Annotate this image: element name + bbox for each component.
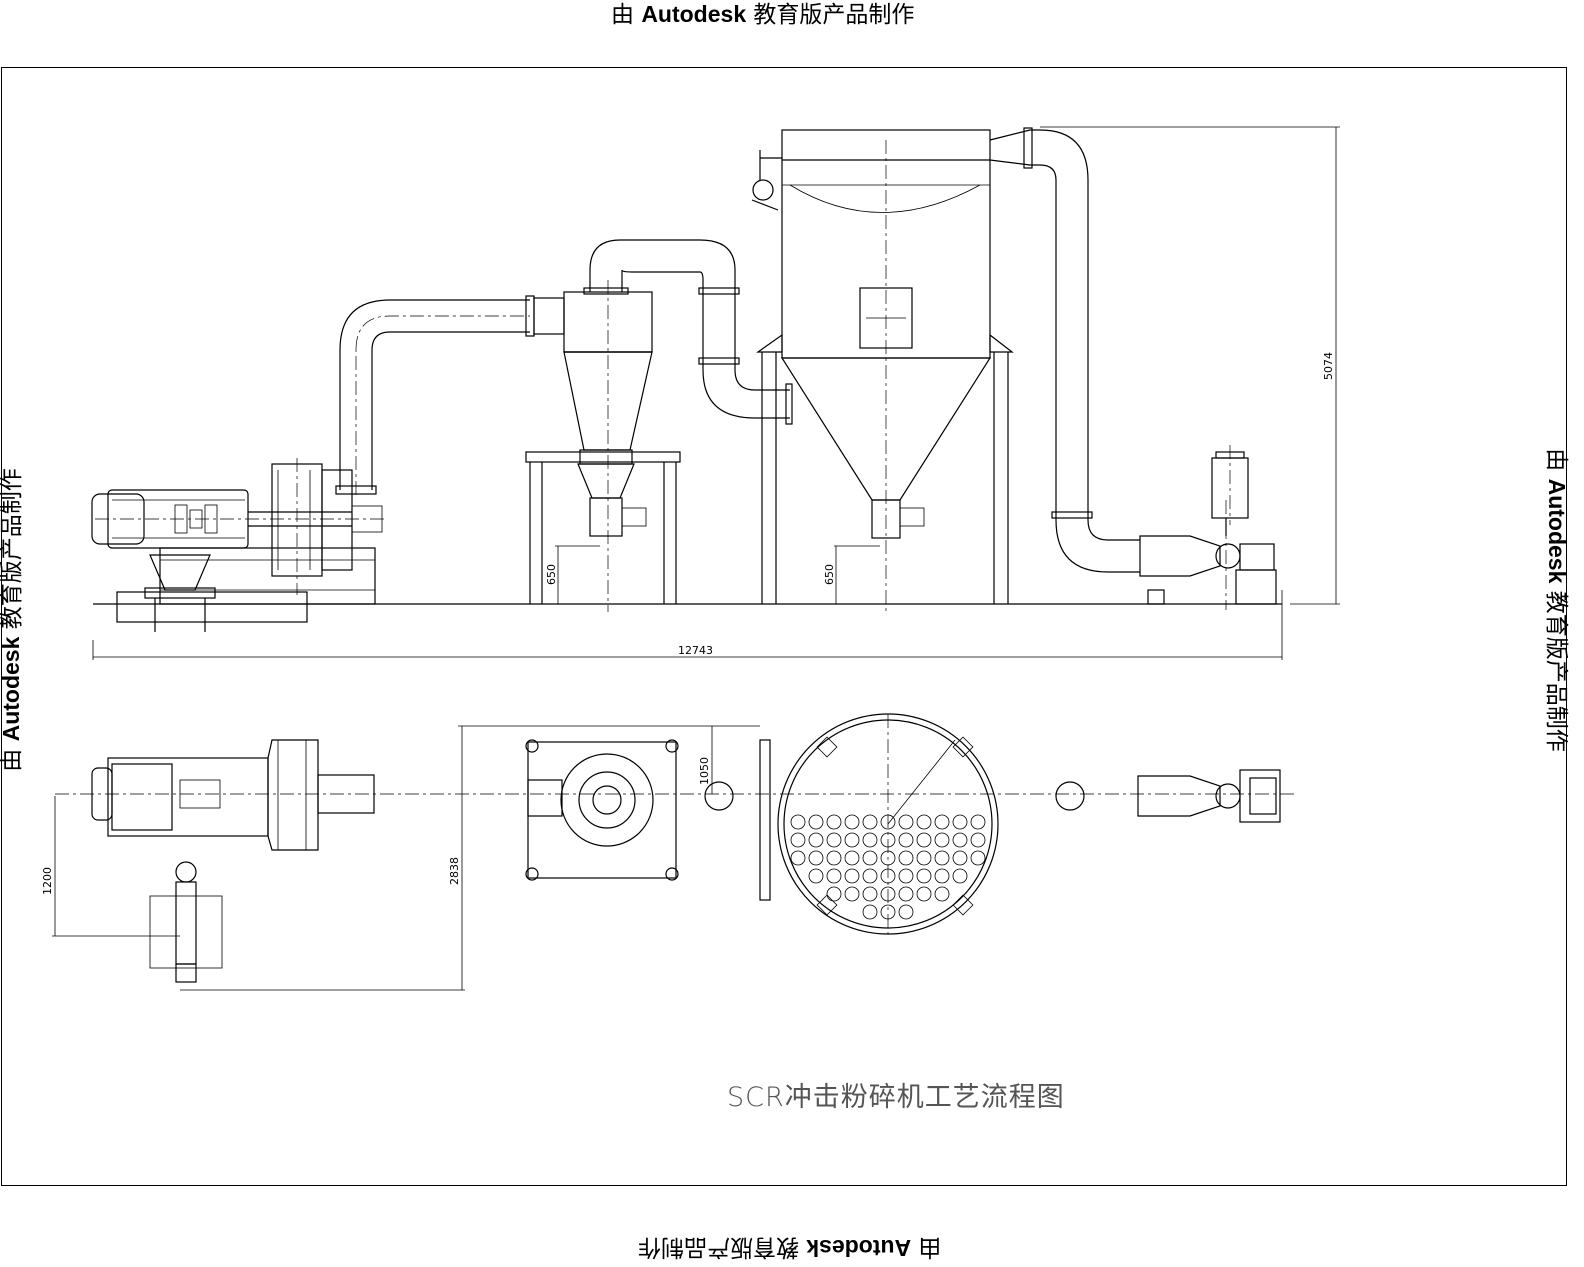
pipe-marker-2 xyxy=(1055,781,1085,811)
dim-label-650-filter: 650 xyxy=(823,564,836,585)
dim-label-12743: 12743 xyxy=(678,644,713,657)
dim-overall-length: 12743 xyxy=(92,590,1283,660)
drawing-frame xyxy=(1,67,1567,1186)
dim-plan-2838: 2838 xyxy=(180,725,760,991)
dim-overall-height: 5074 xyxy=(1040,126,1340,605)
dim-label-1200: 1200 xyxy=(41,867,54,895)
silencer xyxy=(1211,445,1249,536)
pipe-cyclone-to-filter xyxy=(583,239,793,425)
dim-plan-1200: 1200 xyxy=(41,796,180,937)
motor xyxy=(91,489,385,549)
exhaust-fan xyxy=(1139,500,1277,610)
mill-base-frame xyxy=(116,547,376,632)
watermark-top: 由 Autodesk 教育版产品制作 xyxy=(611,1,915,28)
bag-filter-plan xyxy=(759,713,999,935)
dim-label-5074: 5074 xyxy=(1322,352,1335,380)
fan-plan xyxy=(1137,769,1281,823)
dim-label-2838: 2838 xyxy=(448,857,461,885)
dim-label-650-cyclone: 650 xyxy=(545,564,558,585)
bag-filter xyxy=(751,129,1014,612)
cyclone-plan xyxy=(525,739,679,881)
elevation-view: 12743 5074 650 650 xyxy=(91,126,1340,660)
pipe-mill-to-cyclone xyxy=(335,295,535,495)
impact-mill xyxy=(271,458,383,595)
plan-view: 1200 2838 1050 xyxy=(41,713,1295,991)
cyclone-separator xyxy=(525,280,681,612)
mill-plan xyxy=(91,739,375,983)
dim-plan-1050: 1050 xyxy=(698,726,713,794)
pipe-marker-1 xyxy=(704,781,734,811)
drawing-title: SCR冲击粉碎机工艺流程图 xyxy=(727,1082,1065,1113)
pipe-filter-to-fan xyxy=(989,127,1140,573)
dim-label-1050: 1050 xyxy=(698,757,711,785)
